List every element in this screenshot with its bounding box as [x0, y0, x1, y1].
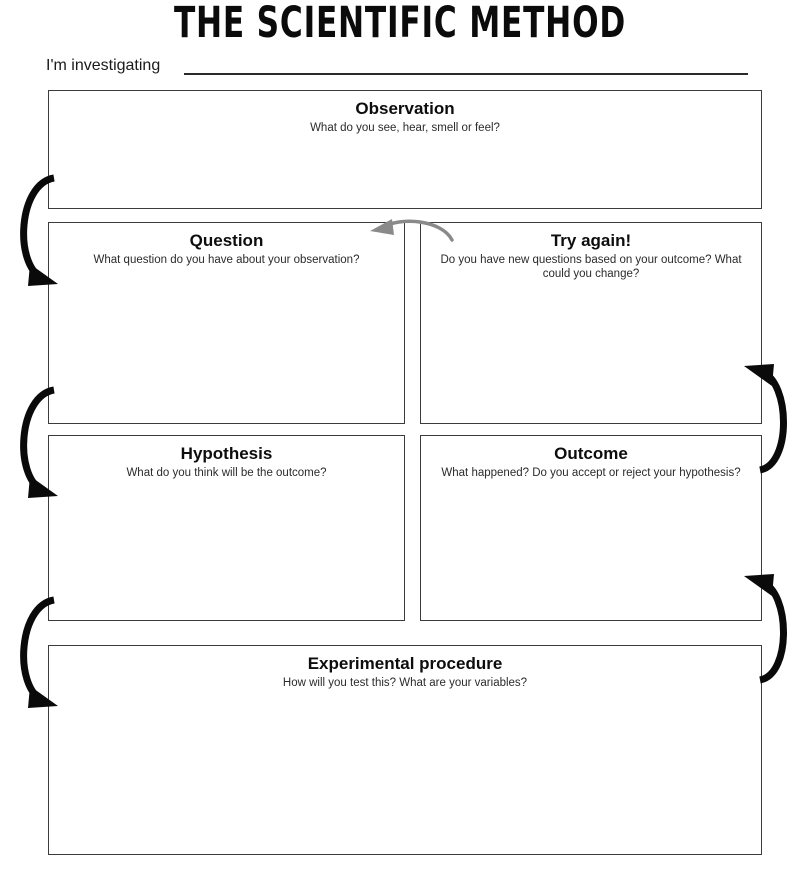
box-outcome-header: Outcome What happened? Do you accept or …: [421, 436, 761, 480]
box-hypothesis-heading: Hypothesis: [180, 444, 273, 463]
box-observation-header: Observation What do you see, hear, smell…: [49, 91, 761, 135]
box-try-again[interactable]: Try again! Do you have new questions bas…: [420, 222, 762, 424]
box-observation-heading: Observation: [355, 99, 455, 118]
box-experimental-procedure-prompt: How will you test this? What are your va…: [282, 677, 528, 689]
box-outcome[interactable]: Outcome What happened? Do you accept or …: [420, 435, 762, 621]
box-observation-prompt: What do you see, hear, smell or feel?: [310, 122, 500, 134]
box-try-again-header: Try again! Do you have new questions bas…: [421, 223, 761, 281]
box-observation[interactable]: Observation What do you see, hear, smell…: [48, 90, 762, 209]
investigating-input[interactable]: [184, 73, 748, 75]
box-hypothesis-header: Hypothesis What do you think will be the…: [49, 436, 404, 480]
box-hypothesis-prompt: What do you think will be the outcome?: [126, 467, 327, 479]
box-question-prompt: What question do you have about your obs…: [93, 254, 360, 266]
box-question[interactable]: Question What question do you have about…: [48, 222, 405, 424]
box-try-again-prompt: Do you have new questions based on your …: [440, 254, 742, 280]
investigating-label: I'm investigating: [46, 57, 161, 74]
box-try-again-heading: Try again!: [550, 231, 632, 250]
box-outcome-heading: Outcome: [554, 444, 628, 463]
box-experimental-procedure-header: Experimental procedure How will you test…: [49, 646, 761, 690]
page-title: THE SCIENTIFIC METHOD: [173, 0, 627, 48]
box-experimental-procedure-heading: Experimental procedure: [307, 654, 503, 673]
box-question-header: Question What question do you have about…: [49, 223, 404, 267]
box-experimental-procedure[interactable]: Experimental procedure How will you test…: [48, 645, 762, 855]
box-hypothesis[interactable]: Hypothesis What do you think will be the…: [48, 435, 405, 621]
box-outcome-prompt: What happened? Do you accept or reject y…: [441, 467, 741, 479]
box-question-heading: Question: [189, 231, 264, 250]
